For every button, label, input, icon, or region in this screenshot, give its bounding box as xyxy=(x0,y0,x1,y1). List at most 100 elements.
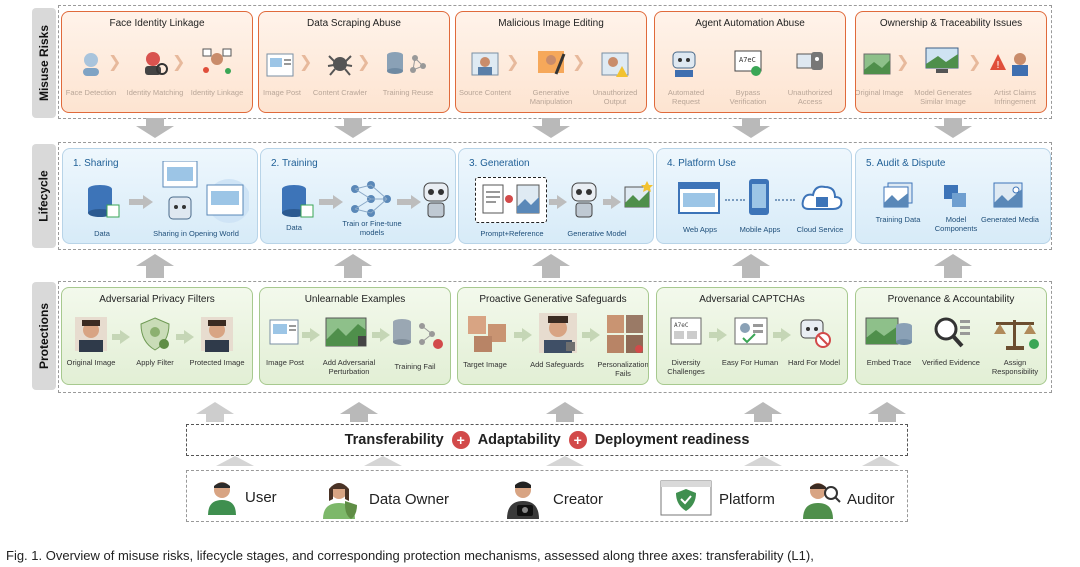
up-arrow-icon xyxy=(340,402,378,422)
risk-step: Image Post xyxy=(263,88,301,97)
flow-arrow xyxy=(143,195,153,209)
failed-personalization-icon xyxy=(607,315,643,353)
flow-arrow xyxy=(310,328,320,342)
lifecycle-title: 1. Sharing xyxy=(73,158,119,169)
user-icon xyxy=(208,482,236,515)
dotted-connector xyxy=(775,199,795,201)
up-arrow-icon xyxy=(868,402,906,422)
risk-step: Unauthorized Access xyxy=(787,88,833,106)
flow-arrow xyxy=(709,332,717,338)
actor-auditor: Auditor xyxy=(801,479,895,519)
flow-arrow xyxy=(397,199,411,205)
auditor-icon xyxy=(803,483,841,519)
creator-icon xyxy=(507,481,539,519)
axis-transferability: Transferability xyxy=(344,432,444,448)
chevron-icon: ❯ xyxy=(506,54,520,71)
flow-arrow xyxy=(112,334,120,340)
actor-label: Platform xyxy=(719,490,775,508)
prompt-document-icon xyxy=(482,184,540,214)
actor-label: Data Owner xyxy=(369,490,450,508)
flow-arrow xyxy=(333,195,343,209)
protection-step: Hard For Model xyxy=(787,358,841,367)
up-arrow-icon xyxy=(744,456,782,470)
risk-step: Content Crawler xyxy=(312,88,368,97)
risk-card-image-editing: Malicious Image Editing ❯ ❯ Source Conte… xyxy=(455,11,647,113)
protection-step: Diversity Challenges xyxy=(667,358,705,376)
chevron-icon: ❯ xyxy=(357,54,371,71)
flow-arrow xyxy=(120,330,130,344)
original-image-icon xyxy=(863,53,891,75)
lifecycle-title: 2. Training xyxy=(271,158,318,169)
lifecycle-step: Prompt+Reference xyxy=(480,229,544,238)
protection-step: Apply Filter xyxy=(136,358,174,367)
lifecycle-card-sharing: 1. Sharing Data Sharing in Opening World xyxy=(62,148,258,244)
source-photo-icon xyxy=(471,52,499,76)
model-blocked-icon xyxy=(800,319,831,348)
model-components-icon xyxy=(944,185,966,207)
generated-media-icon xyxy=(993,182,1023,208)
figure-caption: Fig. 1. Overview of misuse risks, lifecy… xyxy=(6,548,814,563)
lifecycle-step: Train or Fine-tune models xyxy=(342,219,402,237)
protection-step: Embed Trace xyxy=(866,358,912,367)
up-arrow-icon xyxy=(364,456,402,470)
actor-user: User xyxy=(205,479,277,515)
risk-step: Training Reuse xyxy=(382,88,434,97)
protection-card-provenance: Provenance & Accountability Embed Trace … xyxy=(855,287,1047,385)
embed-trace-icon xyxy=(865,317,912,345)
data-owner-icon xyxy=(323,483,357,519)
lifecycle-card-generation: 3. Generation Prompt+Reference Generativ… xyxy=(458,148,654,244)
image-post-icon xyxy=(269,319,299,345)
down-arrow-icon xyxy=(934,118,972,138)
flow-arrow xyxy=(380,328,390,342)
protections-band xyxy=(58,281,1052,393)
actor-label: Creator xyxy=(553,490,604,508)
up-arrow-icon xyxy=(732,254,770,278)
up-arrow-icon xyxy=(934,254,972,278)
lifecycle-step: Sharing in Opening World xyxy=(153,229,239,238)
up-arrow-icon xyxy=(196,402,234,422)
protection-step: Assign Responsibility xyxy=(991,358,1039,376)
identity-network-icon xyxy=(202,48,232,74)
actor-platform: Platform xyxy=(659,479,775,519)
plus-icon: + xyxy=(451,431,470,449)
up-arrow-icon xyxy=(546,456,584,470)
flow-arrow xyxy=(129,199,143,205)
perturbed-image-icon xyxy=(325,317,367,347)
actor-creator: Creator xyxy=(503,479,603,519)
lifecycle-step: Mobile Apps xyxy=(739,225,781,234)
neural-network-icon xyxy=(351,181,391,217)
risk-title: Data Scraping Abuse xyxy=(307,18,401,29)
risk-step: Artist Claims Infringement xyxy=(993,88,1037,106)
lifecycle-title: 5. Audit & Dispute xyxy=(866,158,946,169)
up-arrow-icon xyxy=(546,402,584,422)
risk-step: Identity Linkage xyxy=(190,88,244,97)
lifecycle-step: Model Components xyxy=(934,215,978,233)
protected-face-icon xyxy=(201,317,233,352)
protection-step: Image Post xyxy=(266,358,304,367)
up-arrow-icon xyxy=(862,456,900,470)
lifecycle-step: Web Apps xyxy=(682,225,718,234)
flow-arrow xyxy=(611,195,621,209)
lifecycle-band xyxy=(58,142,1052,250)
up-arrow-icon xyxy=(532,254,570,278)
svg-text:A7eC: A7eC xyxy=(739,56,756,64)
svg-text:!: ! xyxy=(996,60,1000,71)
flow-arrow xyxy=(522,328,532,342)
flow-arrow xyxy=(514,332,522,338)
up-arrow-icon xyxy=(744,402,782,422)
actor-label: Auditor xyxy=(847,490,895,508)
row-label-misuse-risks: Misuse Risks xyxy=(32,8,56,118)
row-label-lifecycle: Lifecycle xyxy=(32,144,56,248)
risk-step: Automated Request xyxy=(667,88,705,106)
up-arrow-icon xyxy=(216,456,254,470)
chevron-icon: ❯ xyxy=(896,54,910,71)
robot-icon xyxy=(423,182,449,218)
lifecycle-step: Cloud Service xyxy=(796,225,844,234)
actor-data-owner: Data Owner xyxy=(319,479,449,519)
flow-arrow xyxy=(319,199,333,205)
web-app-icon xyxy=(678,182,720,214)
risk-title: Agent Automation Abuse xyxy=(695,18,805,29)
protection-title: Unlearnable Examples xyxy=(304,294,406,305)
flow-arrow xyxy=(411,195,421,209)
risk-step: Original Image xyxy=(855,88,904,97)
